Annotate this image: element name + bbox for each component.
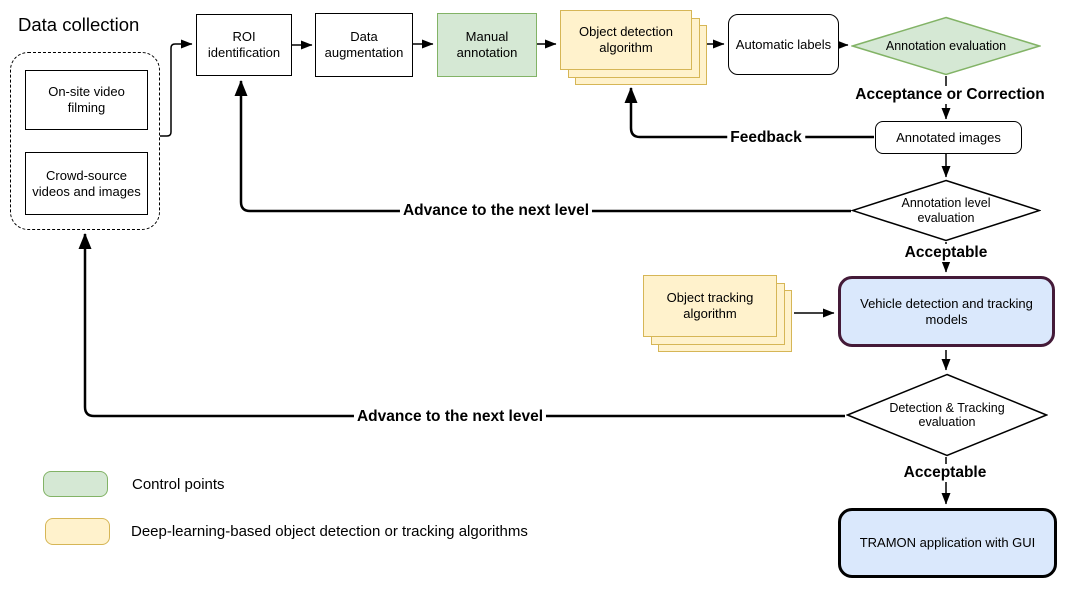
stack-front-page: Object tracking algorithm (643, 275, 777, 337)
data-collection-group (10, 52, 160, 230)
legend-swatch-algorithms (45, 518, 110, 545)
node-label: Annotated images (896, 129, 1001, 145)
edge-label-acceptable-1: Acceptable (901, 244, 991, 262)
edge-label-acceptable-2: Acceptable (900, 464, 990, 482)
node-vehicle-detection-tracking-models: Vehicle detection and tracking models (838, 276, 1055, 347)
node-label: Crowd-source videos and images (32, 167, 141, 199)
node-label: Vehicle detection and tracking models (860, 295, 1033, 327)
edge-advance-level-2 (78, 233, 845, 418)
node-label: Annotation evaluation (885, 38, 1007, 53)
node-label: TRAMON application with GUI (859, 535, 1036, 551)
node-tramon-application: TRAMON application with GUI (838, 508, 1057, 578)
node-annotation-level-evaluation: Annotation level evaluation (851, 179, 1041, 242)
edge-label-feedback: Feedback (727, 129, 805, 147)
node-on-site-video-filming: On-site video filming (25, 70, 148, 130)
node-annotation-evaluation: Annotation evaluation (851, 16, 1041, 76)
node-roi-identification: ROI identification (196, 14, 292, 76)
node-annotated-images: Annotated images (875, 121, 1022, 154)
edge-label-advance-next-level-2: Advance to the next level (353, 408, 547, 426)
node-data-augmentation: Data augmentation (315, 13, 413, 77)
node-label: Detection & Tracking evaluation (889, 400, 1005, 429)
node-label: Annotation level evaluation (901, 196, 991, 225)
legend-label-control-points: Control points (132, 475, 225, 493)
data-collection-title: Data collection (18, 14, 140, 35)
node-label: On-site video filming (48, 84, 125, 115)
node-manual-annotation: Manual annotation (437, 13, 537, 77)
node-detection-tracking-evaluation: Detection & Tracking evaluation (846, 373, 1048, 457)
node-automatic-labels: Automatic labels (728, 14, 839, 75)
legend-label-algorithms: Deep-learning-based object detection or … (131, 523, 528, 540)
diamond-shape (846, 373, 1048, 457)
diamond-shape (851, 16, 1041, 76)
node-label: Object detection algorithm (579, 24, 673, 55)
node-crowd-source: Crowd-source videos and images (25, 152, 148, 215)
diamond-shape (851, 179, 1041, 242)
node-label: Automatic labels (735, 36, 832, 52)
node-label: Data augmentation (324, 29, 404, 60)
edge-advance-level-1 (234, 80, 851, 213)
node-object-tracking-algorithm: Object tracking algorithm (643, 275, 792, 352)
stack-front-page: Object detection algorithm (560, 10, 692, 70)
legend-swatch-control-points (43, 471, 108, 497)
node-label: Manual annotation (456, 29, 518, 60)
edge-label-advance-next-level-1: Advance to the next level (399, 202, 593, 220)
node-label: ROI identification (207, 29, 281, 60)
node-object-detection-algorithm: Object detection algorithm (560, 10, 707, 85)
edge-label-acceptance-or-correction: Acceptance or Correction (852, 86, 1048, 104)
edge-feedback (624, 87, 874, 139)
node-label: Object tracking algorithm (666, 290, 754, 321)
edge-collection-to-roi (160, 39, 193, 137)
